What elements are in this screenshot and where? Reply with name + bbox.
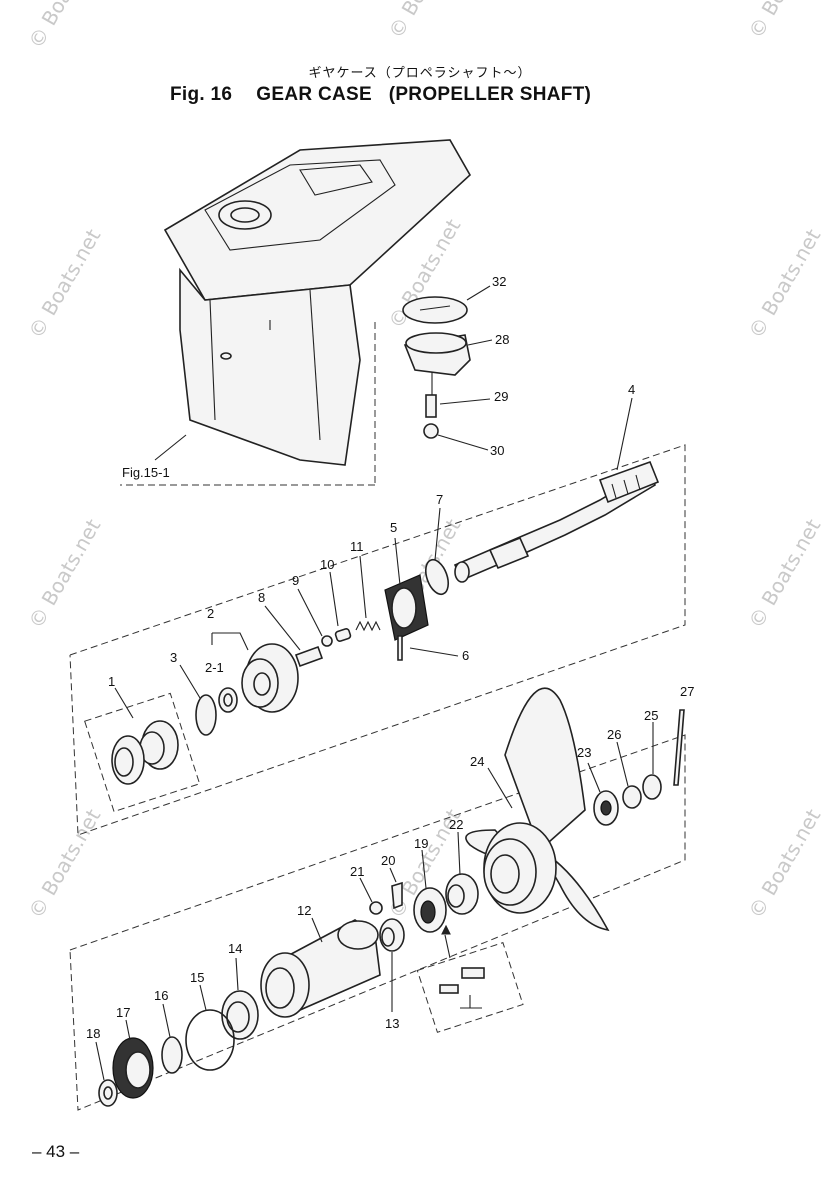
callout-6: 6 xyxy=(462,648,469,663)
callout-11: 11 xyxy=(350,539,364,554)
part-2-reverse-gear xyxy=(211,632,299,713)
part-13-bushing xyxy=(379,918,405,1012)
part-7-clip xyxy=(424,507,450,596)
watermarks: © Boats.net © Boats.net © Boats.net © Bo… xyxy=(24,0,826,923)
callout-8: 8 xyxy=(258,590,265,605)
part-12-shaft-housing xyxy=(260,917,381,1018)
figure-title: Fig. 16 GEAR CASE (PROPELLER SHAFT) xyxy=(170,84,591,106)
callout-29: 29 xyxy=(494,389,508,404)
assembly-boundary-upper xyxy=(69,322,686,836)
callout-22: 22 xyxy=(449,817,463,832)
part-19-oil-seal xyxy=(413,849,447,933)
figure-heading: GEAR CASE (PROPELLER SHAFT) xyxy=(256,84,592,105)
part-20-bolt xyxy=(389,867,403,910)
part-27-cotter-pin xyxy=(673,709,685,786)
watermark: © Boats.net xyxy=(24,225,106,343)
part-15-o-ring xyxy=(185,984,235,1071)
callout-12: 12 xyxy=(297,903,311,918)
gear-case-housing xyxy=(154,139,472,466)
callout-14: 14 xyxy=(228,941,242,956)
figure-number: Fig. 16 xyxy=(170,84,233,105)
callout-10: 10 xyxy=(320,557,334,572)
callout-20: 20 xyxy=(381,853,395,868)
part-5-clutch xyxy=(384,537,429,641)
callout-2-1: 2-1 xyxy=(205,660,224,675)
part-23-spacer xyxy=(587,762,619,826)
pin-detail xyxy=(439,924,485,1009)
part-28-cover xyxy=(403,332,493,376)
callout-3: 3 xyxy=(170,650,177,665)
page-number: – 43 – xyxy=(32,1142,80,1161)
part-24-propeller xyxy=(465,687,610,932)
fig-15-1-reference: Fig.15-1 xyxy=(122,465,170,480)
part-9-ball xyxy=(297,588,333,647)
callout-30: 30 xyxy=(490,443,504,458)
watermark: © Boats.net xyxy=(384,0,466,43)
callout-4: 4 xyxy=(628,382,635,397)
part-30-nut xyxy=(423,423,489,451)
part-26-washer xyxy=(616,741,642,809)
part-14-bearing xyxy=(221,957,259,1040)
callout-2: 2 xyxy=(207,606,214,621)
watermark: © Boats.net xyxy=(744,515,826,633)
part-29-bolt xyxy=(425,372,491,418)
callout-1: 1 xyxy=(108,674,115,689)
callout-24: 24 xyxy=(470,754,484,769)
japanese-subtitle: ギヤケース（プロペラシャフト～） xyxy=(308,66,532,81)
part-22-thrust-holder xyxy=(445,831,479,915)
part-2-1-bushing xyxy=(218,687,238,713)
callout-27: 27 xyxy=(680,684,694,699)
part-18-washer xyxy=(95,1041,118,1107)
watermark: © Boats.net xyxy=(744,0,826,43)
callout-21: 21 xyxy=(350,864,364,879)
assembly-boundary-lower xyxy=(69,734,686,1111)
part-4-propeller-shaft xyxy=(453,397,660,583)
callout-15: 15 xyxy=(190,970,204,985)
part-25-nut xyxy=(642,722,662,800)
callout-7: 7 xyxy=(436,492,443,507)
callout-5: 5 xyxy=(390,520,397,535)
part-21-washer xyxy=(359,877,383,915)
callout-28: 28 xyxy=(495,332,509,347)
watermark: © Boats.net xyxy=(24,0,106,53)
bearing-group-box xyxy=(84,692,201,813)
pin-group-box xyxy=(416,942,524,1033)
watermark: © Boats.net xyxy=(24,515,106,633)
part-3-shim xyxy=(179,664,217,736)
part-1-bearing xyxy=(111,687,179,785)
callout-9: 9 xyxy=(292,573,299,588)
callout-16: 16 xyxy=(154,988,168,1003)
part-17-forward-gear xyxy=(112,1019,154,1099)
callout-32: 32 xyxy=(492,274,506,289)
callout-17: 17 xyxy=(116,1005,130,1020)
callout-23: 23 xyxy=(577,745,591,760)
callout-19: 19 xyxy=(414,836,428,851)
part-16-shim xyxy=(161,1003,183,1074)
callout-18: 18 xyxy=(86,1026,100,1041)
callout-25: 25 xyxy=(644,708,658,723)
watermark: © Boats.net xyxy=(24,805,106,923)
part-11-spring xyxy=(355,555,381,632)
callout-numbers: 32 28 29 30 4 7 5 11 10 9 8 2 6 3 2-1 1 … xyxy=(86,274,694,1041)
part-8-plunger xyxy=(264,605,324,668)
watermark: © Boats.net xyxy=(744,805,826,923)
part-32-plug xyxy=(402,285,491,324)
part-6-pin xyxy=(397,635,459,661)
callout-26: 26 xyxy=(607,727,621,742)
watermark: © Boats.net xyxy=(744,225,826,343)
callout-13: 13 xyxy=(385,1016,399,1031)
part-10-ball xyxy=(329,571,352,642)
